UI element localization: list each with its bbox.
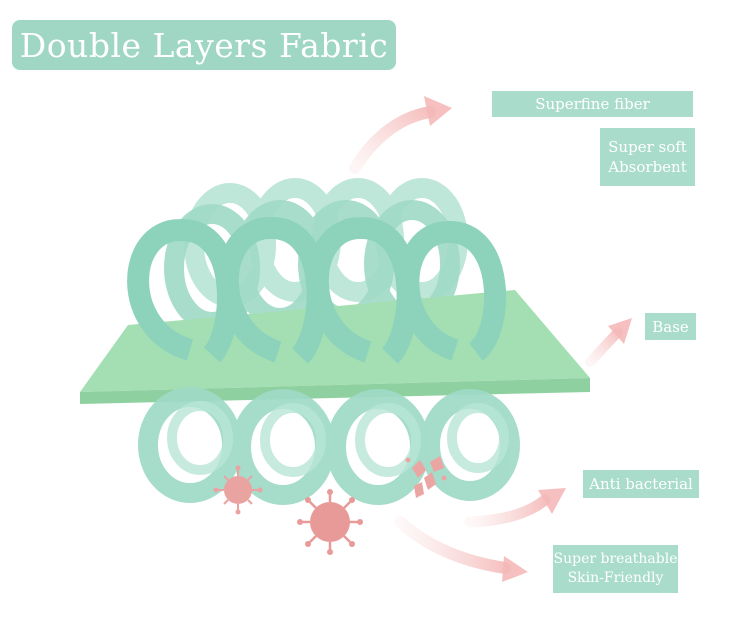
label-absorbent-text: Absorbent bbox=[608, 158, 687, 176]
label-skin-friendly-text: Skin-Friendly bbox=[567, 570, 664, 586]
arrow-breathable bbox=[394, 516, 528, 582]
label-superfine-fiber: Superfine fiber bbox=[492, 91, 693, 117]
lower-fiber-loops-inner bbox=[167, 401, 509, 477]
label-base-text: Base bbox=[652, 317, 689, 336]
label-superfine-fiber-text: Superfine fiber bbox=[535, 95, 650, 113]
arrow-base bbox=[585, 318, 632, 367]
label-anti-bacterial: Anti bacterial bbox=[583, 470, 699, 498]
arrow-anti-bacterial bbox=[464, 488, 566, 528]
label-super-soft-absorbent: Super soft Absorbent bbox=[600, 128, 695, 186]
label-super-soft-text: Super soft bbox=[608, 138, 687, 156]
arrow-superfine bbox=[349, 96, 452, 174]
label-super-breathable-text: Super breathable bbox=[553, 551, 678, 567]
label-base: Base bbox=[645, 313, 696, 340]
bacteria-icon-large bbox=[297, 489, 363, 555]
label-anti-bacterial-text: Anti bacterial bbox=[589, 475, 693, 493]
page-title: Double Layers Fabric bbox=[12, 20, 396, 70]
bacteria-icon bbox=[213, 465, 263, 515]
bacteria-burst-icon bbox=[405, 456, 447, 498]
upper-fiber-loops-front bbox=[127, 216, 507, 364]
base-sheet bbox=[80, 290, 590, 404]
label-super-breathable: Super breathable Skin-Friendly bbox=[553, 545, 678, 593]
